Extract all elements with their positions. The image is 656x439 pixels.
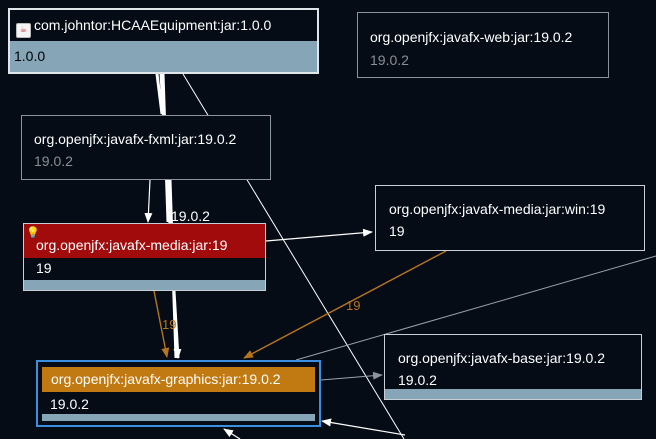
edge-label-root-media: 19.0.2: [171, 208, 210, 224]
node-version: 19: [36, 260, 52, 276]
node-javafx-media[interactable]: org.openjfx:javafx-media:jar:19 💡 19: [23, 223, 266, 291]
node-version: 19: [389, 223, 405, 239]
edge-fxml-media: [144, 179, 153, 223]
node-version: 19.0.2: [398, 372, 437, 388]
node-javafx-media-win[interactable]: org.openjfx:javafx-media:jar:win:19 19: [375, 185, 645, 251]
node-title: org.openjfx:javafx-graphics:jar:19.0.2: [42, 367, 315, 392]
node-version: 19.0.2: [34, 153, 73, 169]
node-javafx-fxml[interactable]: org.openjfx:javafx-fxml:jar:19.0.2 19.0.…: [21, 115, 271, 180]
node-version: 19.0.2: [50, 396, 89, 412]
edge-media-win: [265, 228, 373, 242]
node-version: 1.0.0: [10, 41, 317, 72]
node-title: com.johntor:HCAAEquipment:jar:1.0.0: [34, 17, 272, 33]
node-javafx-base[interactable]: org.openjfx:javafx-base:jar:19.0.2 19.0.…: [384, 334, 642, 400]
edge-root-fxml: [155, 73, 164, 115]
version-strip: [24, 280, 265, 290]
java-jar-icon: ☕: [16, 23, 31, 38]
version-strip: [42, 414, 315, 421]
edge-label-media-graphics: 19: [162, 317, 177, 332]
node-hcaa-equipment[interactable]: ☕com.johntor:HCAAEquipment:jar:1.0.0 1.0…: [8, 8, 319, 74]
node-title: org.openjfx:javafx-media:jar:win:19: [389, 201, 606, 217]
node-title: org.openjfx:javafx-base:jar:19.0.2: [398, 350, 606, 366]
node-title: org.openjfx:javafx-media:jar:19: [24, 224, 265, 258]
node-title: org.openjfx:javafx-web:jar:19.0.2: [370, 29, 573, 45]
lightbulb-icon: 💡: [26, 226, 40, 239]
node-version: 19.0.2: [370, 52, 409, 68]
edge-graphics-base: [320, 371, 383, 381]
node-javafx-web[interactable]: org.openjfx:javafx-web:jar:19.0.2 19.0.2: [357, 12, 609, 78]
edge-bottom-base: [321, 418, 406, 436]
node-javafx-graphics[interactable]: org.openjfx:javafx-graphics:jar:19.0.2 1…: [36, 360, 321, 427]
node-title: org.openjfx:javafx-fxml:jar:19.0.2: [34, 131, 237, 147]
edge-win-graphics: [243, 250, 447, 359]
edge-label-win-graphics: 19: [346, 298, 361, 313]
edge-media-graphics: [153, 290, 170, 358]
edge-bottom-graphics: [223, 428, 241, 439]
edge-graphics-offscreen: [295, 255, 656, 361]
version-strip: [385, 389, 641, 399]
